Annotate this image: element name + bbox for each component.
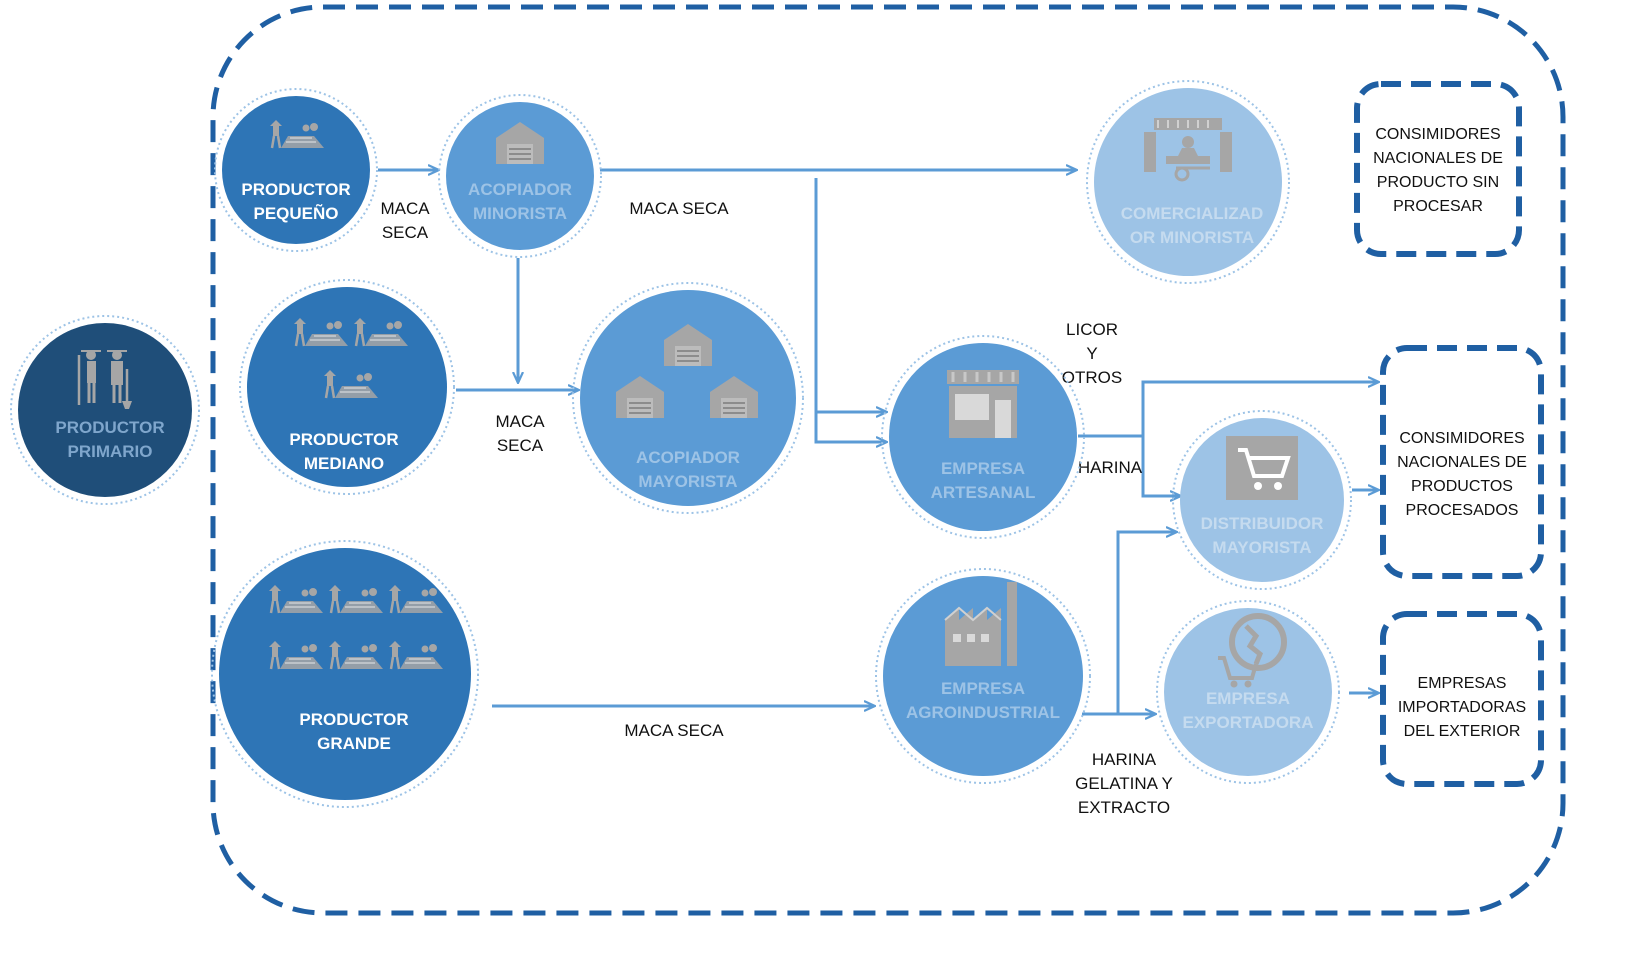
node-productor-pequeno: PRODUCTOR PEQUEÑO (214, 88, 378, 252)
arrow-branch-to-artesanal-lower (814, 412, 886, 442)
node-label-line2: AGROINDUSTRIAL (906, 703, 1060, 722)
consumer-label-line: IMPORTADORAS (1398, 699, 1526, 716)
arrow-artesanal-to-distribuidor (1141, 436, 1180, 496)
arrow-artesanal-to-consumers (1078, 382, 1378, 438)
node-label-line1: PRODUCTOR (299, 710, 408, 729)
flow-label: MACA SECA (624, 721, 724, 740)
flow-label: Y (1086, 344, 1097, 363)
consumer-label-line: CONSIMIDORES (1399, 430, 1524, 447)
node-label-line2: GRANDE (317, 734, 391, 753)
flow-label: SECA (497, 436, 544, 455)
node-label-line2: MINORISTA (473, 204, 567, 223)
consumer-label-line: DEL EXTERIOR (1404, 723, 1521, 740)
node-label-line2: PRIMARIO (68, 442, 153, 461)
node-label-line1: ACOPIADOR (468, 180, 572, 199)
arrow-branch-to-artesanal-upper (814, 178, 886, 412)
node-label-line1: EMPRESA (941, 679, 1025, 698)
node-label-line2: ARTESANAL (931, 483, 1036, 502)
factory-icon (944, 582, 1017, 666)
consumer-label-line: PROCESAR (1393, 198, 1483, 215)
outer-boundary (210, 4, 1566, 916)
flow-label: HARINA (1078, 458, 1143, 477)
consumer-box-importadoras: EMPRESAS IMPORTADORAS DEL EXTERIOR (1380, 611, 1544, 787)
consumer-label-line: NACIONALES DE (1373, 150, 1503, 167)
node-acopiador-mayorista: ACOPIADOR MAYORISTA (572, 282, 804, 514)
consumer-label-line: PRODUCTOS (1411, 478, 1513, 495)
flow-label: MACA (380, 199, 430, 218)
flow-label: EXTRACTO (1078, 798, 1170, 817)
flow-label: LICOR (1066, 320, 1118, 339)
node-label-line1: PRODUCTOR (241, 180, 350, 199)
shopping-cart-icon (1226, 436, 1298, 500)
flow-label: SECA (382, 223, 429, 242)
consumer-box-sin-procesar: CONSIMIDORES NACIONALES DE PRODUCTO SIN … (1354, 81, 1522, 257)
flow-arrows (378, 170, 1378, 714)
shop-icon (947, 370, 1019, 438)
consumer-label-line: EMPRESAS (1418, 675, 1507, 692)
consumer-label-line: PRODUCTO SIN (1377, 174, 1499, 191)
node-distribuidor-mayorista: DISTRIBUIDOR MAYORISTA (1172, 410, 1352, 590)
node-label-line2: MAYORISTA (638, 472, 737, 491)
flow-label: MACA SECA (629, 199, 729, 218)
node-label-line2: EXPORTADORA (1183, 713, 1314, 732)
node-label-line2: PEQUEÑO (253, 203, 338, 223)
consumer-label-line: CONSIMIDORES (1375, 126, 1500, 143)
consumer-box-procesados: CONSIMIDORES NACIONALES DE PRODUCTOS PRO… (1380, 345, 1544, 579)
flow-label: GELATINA Y (1075, 774, 1173, 793)
node-label-line1: COMERCIALIZAD (1121, 204, 1264, 223)
consumer-label-line: PROCESADOS (1406, 502, 1519, 519)
node-label-line1: DISTRIBUIDOR (1201, 514, 1324, 533)
consumer-label-line: NACIONALES DE (1397, 454, 1527, 471)
node-label-line2: OR MINORISTA (1130, 228, 1254, 247)
node-label-line2: MAYORISTA (1212, 538, 1311, 557)
flow-label: HARINA (1092, 750, 1157, 769)
node-label-line1: PRODUCTOR (55, 418, 164, 437)
flow-label: OTROS (1062, 368, 1122, 387)
node-empresa-exportadora: EMPRESA EXPORTADORA (1156, 600, 1340, 784)
flow-labels: MACA SECA MACA SECA MACA SECA LICOR Y OT… (380, 199, 1172, 817)
node-comercializador-minorista: COMERCIALIZAD OR MINORISTA (1086, 80, 1290, 284)
node-label-line2: MEDIANO (304, 454, 384, 473)
node-label-line1: PRODUCTOR (289, 430, 398, 449)
node-acopiador-minorista: ACOPIADOR MINORISTA (438, 94, 602, 258)
farmers-with-tools-icon (77, 350, 132, 409)
node-productor-primario: PRODUCTOR PRIMARIO (10, 315, 200, 505)
market-stall-icon (1144, 118, 1232, 182)
flow-label: MACA (495, 412, 545, 431)
node-empresa-artesanal: EMPRESA ARTESANAL (881, 335, 1085, 539)
node-label-line1: ACOPIADOR (636, 448, 740, 467)
node-productor-mediano: PRODUCTOR MEDIANO (239, 279, 455, 495)
node-label-line1: EMPRESA (1206, 689, 1290, 708)
globe-cart-icon (1218, 613, 1287, 688)
arrow-agroindustrial-to-distribuidor (1116, 532, 1176, 714)
node-productor-grande: PRODUCTOR GRANDE (211, 540, 479, 808)
node-empresa-agroindustrial: EMPRESA AGROINDUSTRIAL (875, 568, 1091, 784)
node-label-line1: EMPRESA (941, 459, 1025, 478)
